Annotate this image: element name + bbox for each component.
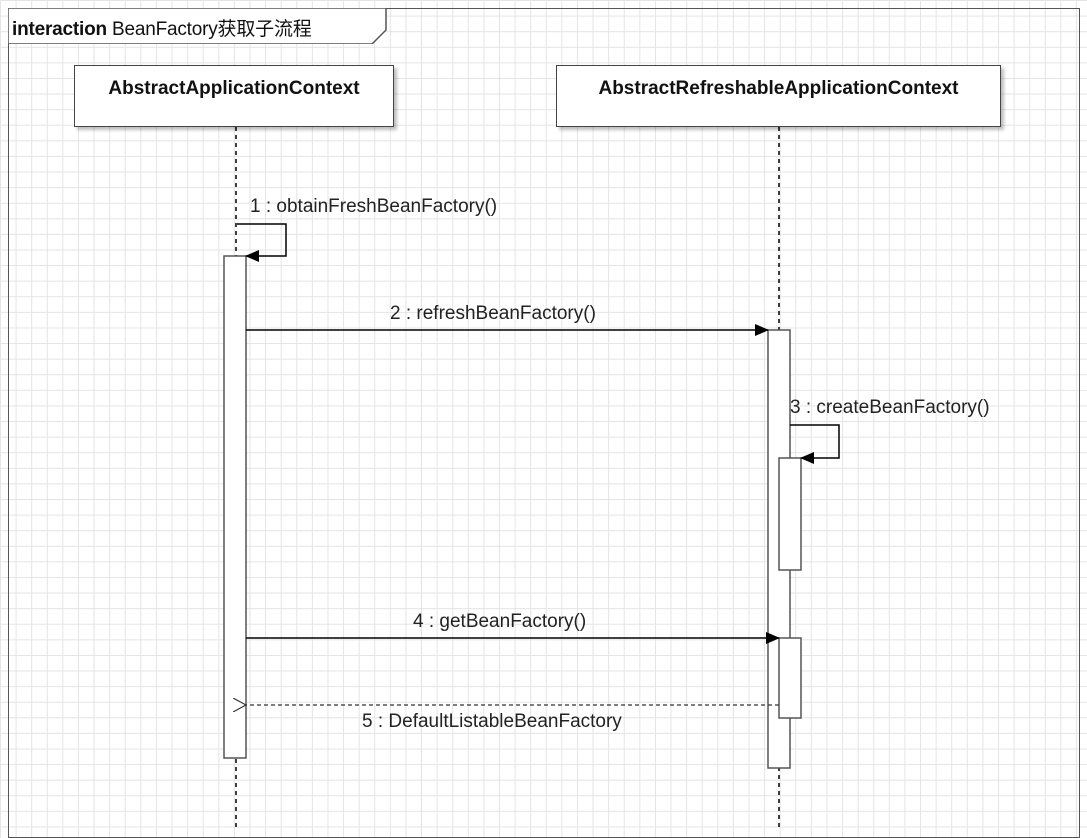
activation-bar <box>778 637 802 719</box>
message-arrow-1 <box>237 223 287 262</box>
lifeline-name: AbstractRefreshableApplicationContext <box>598 78 959 99</box>
frame-name: BeanFactory获取子流程 <box>112 19 312 40</box>
message-label-2: 2 : refreshBeanFactory() <box>390 303 596 324</box>
lifeline-head-abstract-refreshable-application-context: AbstractRefreshableApplicationContext <box>556 65 1001 127</box>
message-label-1: 1 : obtainFreshBeanFactory() <box>250 196 498 217</box>
message-label-4: 4 : getBeanFactory() <box>413 611 587 632</box>
message-label-3: 3 : createBeanFactory() <box>790 397 990 418</box>
message-label-5: 5 : DefaultListableBeanFactory <box>362 711 622 732</box>
activation-bar <box>778 457 802 571</box>
lifeline-head-abstract-application-context: AbstractApplicationContext <box>74 65 394 127</box>
frame-keyword: interaction <box>12 19 107 40</box>
frame-title: interaction BeanFactory获取子流程 <box>12 14 312 41</box>
message-arrow-3 <box>790 424 840 464</box>
lifeline-name: AbstractApplicationContext <box>108 78 360 99</box>
frame-title-tab <box>8 8 387 44</box>
activation-bar <box>223 255 247 759</box>
